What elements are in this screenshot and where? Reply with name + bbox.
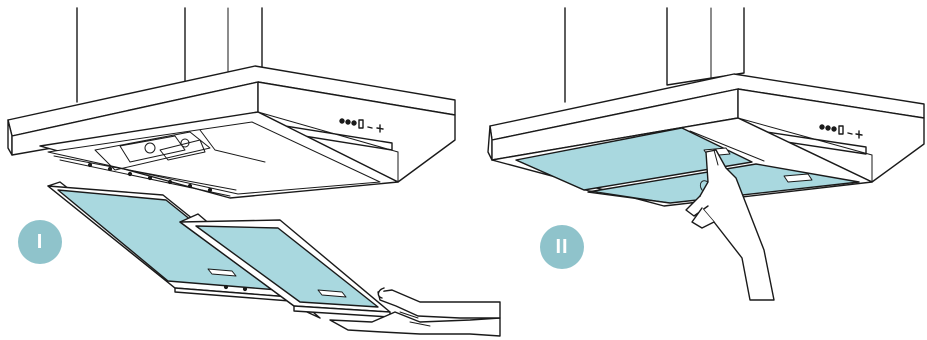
control-button-icon [345,119,351,125]
filter-handle-2 [783,173,813,183]
display-icon [838,125,844,135]
control-button-icon [339,118,345,124]
filter-handle-2 [317,289,347,298]
step-1-panel: I [7,7,501,337]
hood-illustration-step-2 [487,7,925,301]
control-button-icon [825,125,831,131]
hood-illustration-step-1 [7,7,501,337]
display-icon [358,119,364,129]
hand-upper [377,289,501,319]
step-badge-2: II [540,225,584,269]
hood-side-face [257,81,456,183]
chimney [666,7,745,86]
step-2-panel: II [464,0,927,340]
step-badge-1: I [18,220,62,264]
hand-lower [329,311,501,337]
grease-filter-mesh-2 [195,225,379,308]
control-button-icon [831,126,837,132]
motor-housing [94,131,211,171]
hood-side-face [737,88,925,183]
filter-handle-1 [207,268,237,277]
control-button-icon [819,124,825,130]
control-button-icon [351,120,357,126]
